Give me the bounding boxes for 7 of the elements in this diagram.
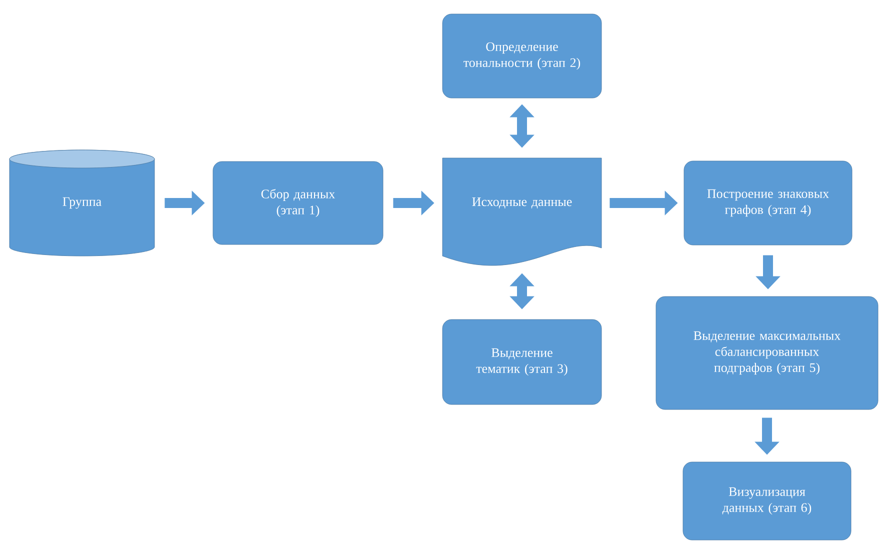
process-box: Построение знаковых графов (этап 4) xyxy=(684,160,852,246)
process-box: Визуализация данных (этап 6) xyxy=(682,462,852,540)
process-box: Определение тональности (этап 2) xyxy=(442,14,602,98)
process-box: Выделение тематик (этап 3) xyxy=(442,319,602,405)
process-box: Сбор данных (этап 1) xyxy=(212,161,384,245)
process-box: Выделение максимальных сбалансированных подграфов (этап 5) xyxy=(656,296,878,410)
database-cylinder: Группа xyxy=(9,150,155,256)
